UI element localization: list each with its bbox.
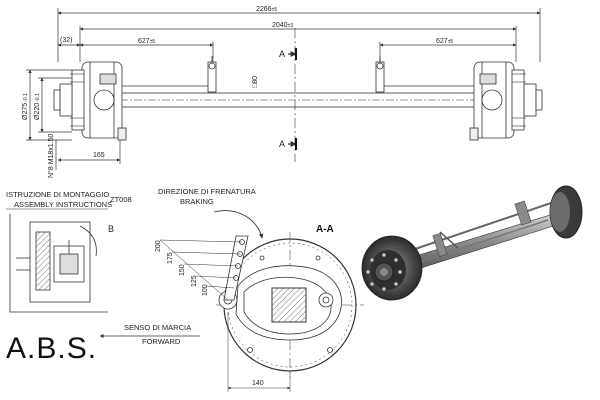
lever-125-text: 125	[191, 275, 198, 287]
frenatura-it-text: DIREZIONE DI FRENATURA	[158, 187, 256, 196]
lever-150-text: 150	[179, 264, 186, 276]
hub-offset-text: 165	[93, 152, 105, 159]
lever-100-text: 100	[202, 284, 209, 296]
marcia-it-text: SENSO DI MARCIA	[124, 323, 191, 332]
section-view	[159, 232, 364, 392]
studs-text: N°8 M18x1.50	[47, 133, 55, 178]
axle-top-view	[53, 28, 543, 162]
pcd-inner-text: Ø220-0.1	[34, 93, 41, 120]
offset-text: (32)	[60, 37, 72, 44]
montaggio-en-text: ASSEMBLY INSTRUCTIONS	[14, 200, 112, 209]
lever-200-text: 200	[155, 240, 162, 252]
section-marker-top: A	[279, 49, 285, 59]
braking-arrow	[213, 210, 264, 239]
left-lever	[207, 56, 217, 93]
cam-offset-text: 140	[252, 380, 264, 387]
right-lever	[375, 56, 385, 93]
right-hub	[469, 61, 543, 141]
overall-length-text: 2266±5	[256, 6, 277, 13]
track-text: 2040±3	[272, 22, 293, 29]
marcia-en-text: FORWARD	[142, 337, 181, 346]
top-dimension-texts: 2266±5 2040±3 (32) 627±5 627±5 Ø275-0.1 …	[22, 6, 453, 178]
section-marker-bottom: A	[279, 139, 285, 149]
forward-arrow: SENSO DI MARCIA FORWARD	[99, 323, 200, 346]
lever-dimension-texts: 200 175 150 125 100 140	[155, 240, 264, 387]
frenatura-en-text: BRAKING	[180, 197, 214, 206]
top-dimensions	[26, 8, 541, 170]
seat-left-text: 627±5	[138, 38, 155, 45]
assembly-sketch	[9, 214, 108, 313]
montaggio-it-text: ISTRUZIONE DI MONTAGGIO	[6, 190, 109, 199]
seat-right-text: 627±5	[436, 38, 453, 45]
lever-175-text: 175	[167, 252, 174, 264]
abs-label: A.B.S.	[6, 332, 97, 365]
axle-render	[361, 185, 583, 301]
left-hub	[53, 61, 127, 141]
assembly-detail: ISTRUZIONE DI MONTAGGIO ASSEMBLY INSTRUC…	[6, 190, 132, 313]
pcd-outer-text: Ø275-0.1	[22, 93, 29, 120]
beam-square-text: □80	[252, 76, 259, 88]
section-markers: A A	[279, 48, 297, 150]
section-title: A-A	[316, 224, 334, 235]
detail-b-label: B	[108, 224, 114, 234]
montaggio-code-text: ZT008	[110, 195, 132, 204]
